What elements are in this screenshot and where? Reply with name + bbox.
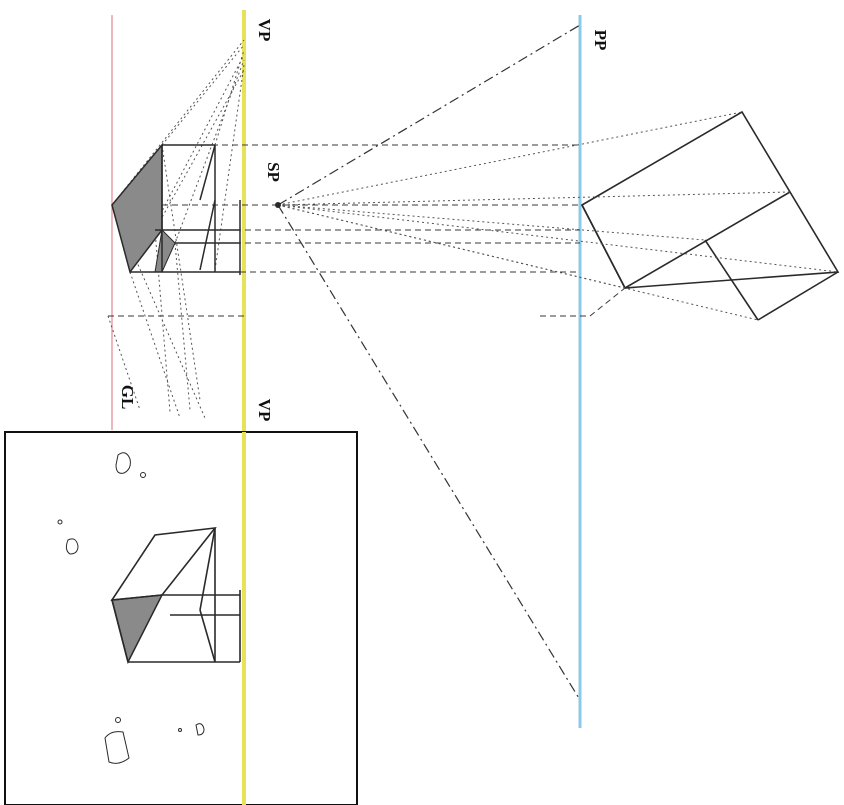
gl-label: GL <box>118 385 137 410</box>
station-point <box>275 202 281 208</box>
sp-to-pp-bottom <box>277 204 581 701</box>
vp-bottom-label: VP <box>255 399 274 422</box>
inset-frame <box>4 431 358 805</box>
sight-lines <box>277 111 839 321</box>
inset-box <box>110 526 241 663</box>
sp-to-pp-top <box>277 24 581 206</box>
sp-label: SP <box>264 162 283 182</box>
perspective-box <box>111 142 241 275</box>
plan-view <box>580 110 840 321</box>
pp-label: PP <box>591 30 610 51</box>
vp-top-label: VP <box>255 19 274 42</box>
inset-figures <box>57 452 205 764</box>
